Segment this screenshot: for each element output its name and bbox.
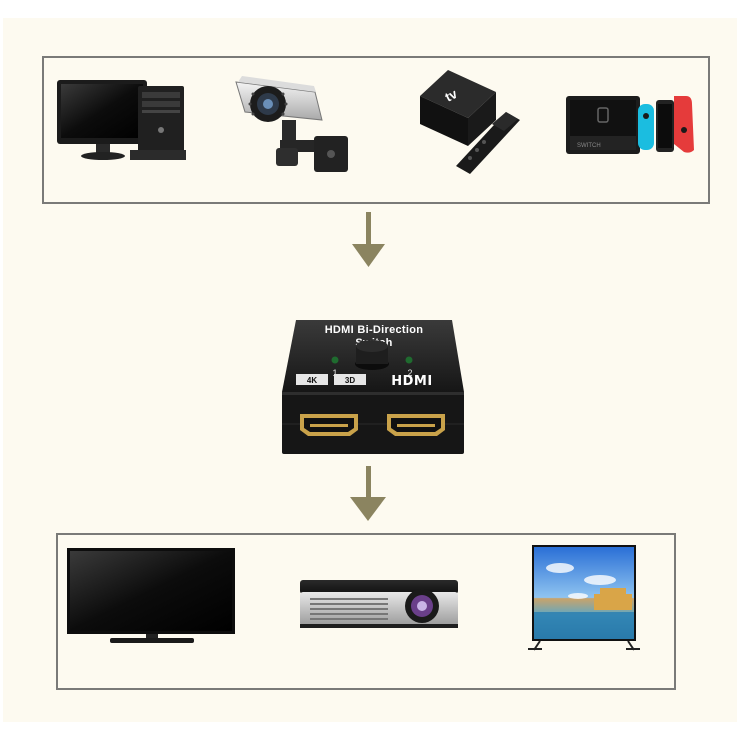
hdmi-logo: HDMI <box>391 374 432 389</box>
hdmi-port-icon <box>387 414 445 436</box>
badge-3d-label: 3D <box>345 376 355 385</box>
hdmi-port-icon <box>300 414 358 436</box>
hdmi-switch-device: HDMI Bi-Direction Switch 1 2 4K 3D HDMI <box>282 320 464 454</box>
source-devices-frame <box>42 56 710 204</box>
smart-tv-icon <box>528 545 640 651</box>
television-icon <box>67 548 235 643</box>
led-indicator-icon <box>405 356 413 364</box>
game-console-icon: SWITCH <box>566 96 694 154</box>
port-1-label: 1 <box>332 368 337 378</box>
display-devices-frame <box>56 533 676 690</box>
badge-3d <box>334 374 366 385</box>
select-button-icon <box>355 340 389 370</box>
down-arrow-icon <box>350 466 386 521</box>
console-label: SWITCH <box>577 143 601 149</box>
desktop-computer-icon <box>57 80 186 160</box>
switch-title-line-1: HDMI Bi-Direction <box>325 324 424 336</box>
badge-4k <box>296 374 328 385</box>
badge-4k-label: 4K <box>307 376 317 385</box>
port-2-label: 2 <box>407 368 412 378</box>
led-indicator-icon <box>331 356 339 364</box>
down-arrow-icon <box>352 212 385 267</box>
projector-icon <box>300 580 458 628</box>
security-camera-icon <box>235 76 348 172</box>
apple-tv-icon: tv <box>420 70 520 174</box>
